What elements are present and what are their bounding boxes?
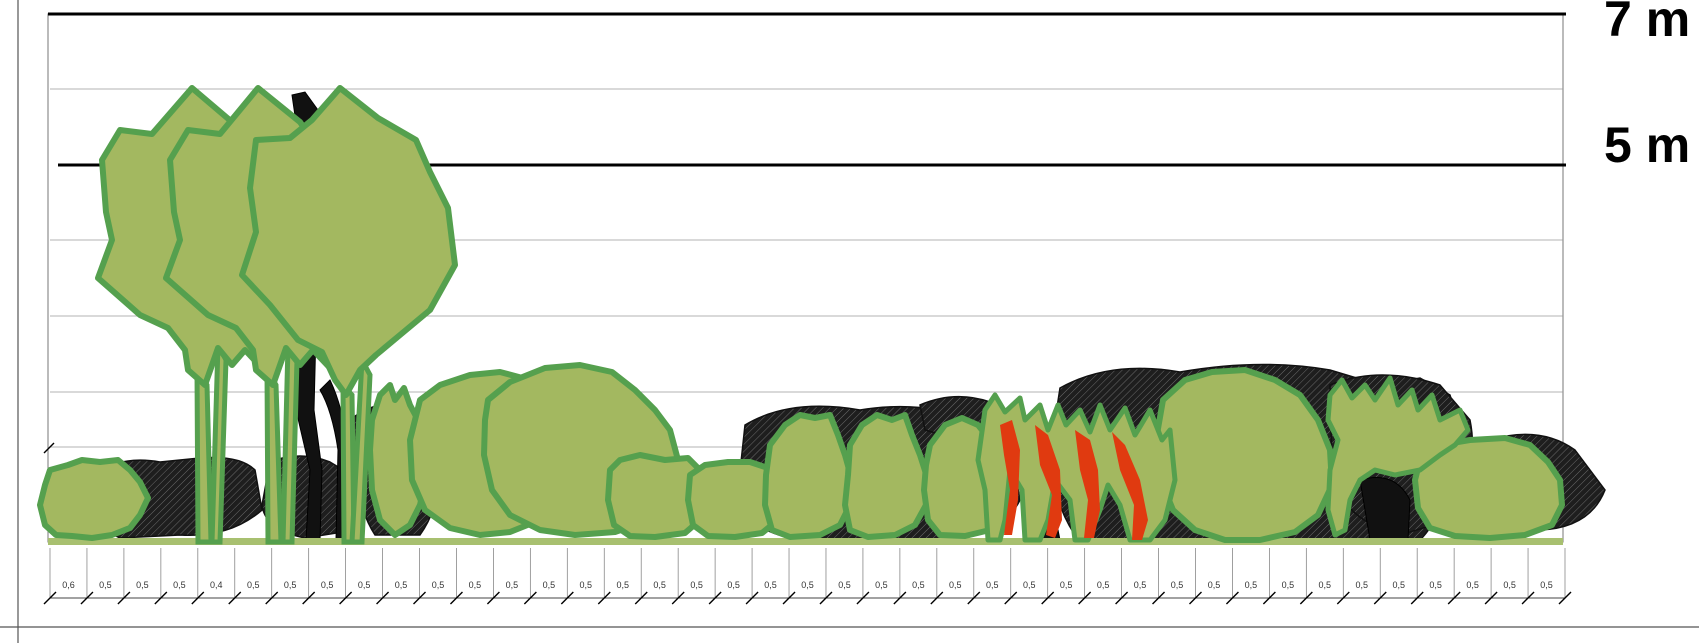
spacing-label: 0,5 [395, 580, 408, 590]
spacing-label: 0,5 [580, 580, 593, 590]
dimension-slash [1078, 591, 1092, 605]
red-accent-shrubs [975, 392, 1178, 543]
dimension-slash [486, 591, 500, 605]
dimension-slash [1041, 591, 1055, 605]
spacing-label: 0,5 [173, 580, 186, 590]
spacing-label: 0,5 [764, 580, 777, 590]
spacing-label: 0,5 [247, 580, 260, 590]
ground-strip [48, 538, 1563, 545]
spacing-label: 0,5 [1356, 580, 1369, 590]
spacing-label: 0,5 [469, 580, 482, 590]
spacing-label: 0,5 [1097, 580, 1110, 590]
spacing-label: 0,5 [986, 580, 999, 590]
tree-trunks [194, 335, 373, 545]
spacing-label: 0,4 [210, 580, 223, 590]
dimension-slash [302, 591, 316, 605]
front-shrubs [37, 362, 1565, 543]
dimension-slash [228, 591, 242, 605]
spacing-label: 0,6 [62, 580, 75, 590]
dimension-slash [560, 591, 574, 605]
spiky-shrub-right [1325, 375, 1471, 538]
spacing-label: 0,5 [1392, 580, 1405, 590]
dimension-slash [745, 591, 759, 605]
spacing-label: 0,5 [432, 580, 445, 590]
spacing-label: 0,5 [1171, 580, 1184, 590]
dimension-slash [523, 591, 537, 605]
dimension-slash [339, 591, 353, 605]
spacing-label: 0,5 [801, 580, 814, 590]
dimension-slash [1373, 591, 1387, 605]
spacing-label: 0,5 [838, 580, 851, 590]
spacing-label: 0,5 [1466, 580, 1479, 590]
shrub-01 [37, 457, 151, 541]
spacing-label: 0,5 [358, 580, 371, 590]
dimension-slash [376, 591, 390, 605]
dimension-slash [708, 591, 722, 605]
spacing-label: 0,5 [136, 580, 149, 590]
spacing-dimension-chain: 0,6 0,5 0,5 0,5 0,4 0,5 0,5 0,5 0,5 0,5 0,5 0,5 0,5 0… [43, 442, 1572, 605]
dimension-slash [43, 591, 57, 605]
spacing-label: 0,5 [321, 580, 334, 590]
dimension-slash [597, 591, 611, 605]
height-dimension-slash [43, 442, 55, 454]
dimension-slash [191, 591, 205, 605]
dimension-slash [1262, 591, 1276, 605]
dimension-slash [819, 591, 833, 605]
dimension-slash [856, 591, 870, 605]
dimension-slash [1299, 591, 1313, 605]
spacing-label: 0,5 [99, 580, 112, 590]
dimension-slash [1225, 591, 1239, 605]
spacing-label: 0,5 [543, 580, 556, 590]
dimension-slash [449, 591, 463, 605]
dimension-slash [1484, 591, 1498, 605]
dimension-slash [1521, 591, 1535, 605]
spacing-label: 0,5 [912, 580, 925, 590]
shrub-11 [1412, 435, 1565, 541]
dimension-slash [117, 591, 131, 605]
spacing-label: 0,5 [1245, 580, 1258, 590]
spacing-label: 0,5 [690, 580, 703, 590]
spacing-label: 0,5 [506, 580, 519, 590]
spacing-label: 0,5 [1023, 580, 1036, 590]
dimension-slash [1410, 591, 1424, 605]
dimension-slash [1447, 591, 1461, 605]
spacing-label: 0,5 [949, 580, 962, 590]
spacing-label: 0,5 [653, 580, 666, 590]
dimension-slash [265, 591, 279, 605]
dimension-slash [154, 591, 168, 605]
dimension-slash [671, 591, 685, 605]
spacing-label: 0,5 [1429, 580, 1442, 590]
tall-tree-3 [239, 85, 458, 398]
dimension-slash [893, 591, 907, 605]
dimension-slash [1188, 591, 1202, 605]
tall-tree-crowns [95, 85, 458, 398]
dimension-slash [1152, 591, 1166, 605]
dimension-slash [1336, 591, 1350, 605]
height-label-5m: 5 m [1604, 117, 1691, 173]
dimension-slash [634, 591, 648, 605]
spacing-label: 0,5 [1282, 580, 1295, 590]
spacing-label: 0,5 [1319, 580, 1332, 590]
spacing-label: 0,5 [727, 580, 740, 590]
spacing-label: 0,5 [616, 580, 629, 590]
spacing-label: 0,5 [284, 580, 297, 590]
height-label-7m: 7 m [1604, 0, 1691, 47]
spacing-label: 0,5 [1208, 580, 1221, 590]
spacing-label: 0,5 [1540, 580, 1553, 590]
dimension-slash [1004, 591, 1018, 605]
dimension-slash [1115, 591, 1129, 605]
shrub-07 [762, 412, 855, 540]
spacing-label: 0,5 [1060, 580, 1073, 590]
dimension-slash [782, 591, 796, 605]
dimension-slash [967, 591, 981, 605]
dimension-slash [413, 591, 427, 605]
dimension-slash [80, 591, 94, 605]
spacing-label: 0,5 [1134, 580, 1147, 590]
dimension-slash [1558, 591, 1572, 605]
dimension-slash [930, 591, 944, 605]
spacing-label: 0,5 [1503, 580, 1516, 590]
spacing-label: 0,5 [875, 580, 888, 590]
